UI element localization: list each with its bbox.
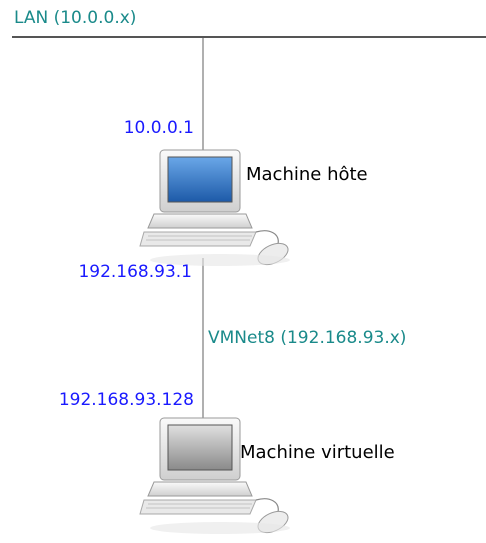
host-machine-label: Machine hôte <box>246 164 368 185</box>
host-computer-icon <box>139 149 290 266</box>
host-to-vm-link <box>202 258 204 418</box>
lan-label: LAN (10.0.0.x) <box>14 8 137 28</box>
host-lan-ip: 10.0.0.1 <box>123 118 194 138</box>
vm-ip: 192.168.93.128 <box>58 390 194 410</box>
vm-machine-label: Machine virtuelle <box>240 442 395 463</box>
lan-to-host-link <box>202 38 204 150</box>
host-vmnet-ip: 192.168.93.1 <box>78 262 192 282</box>
vm-computer-icon <box>139 417 290 534</box>
vmnet8-label: VMNet8 (192.168.93.x) <box>208 328 407 348</box>
lan-bus-line <box>12 36 486 38</box>
